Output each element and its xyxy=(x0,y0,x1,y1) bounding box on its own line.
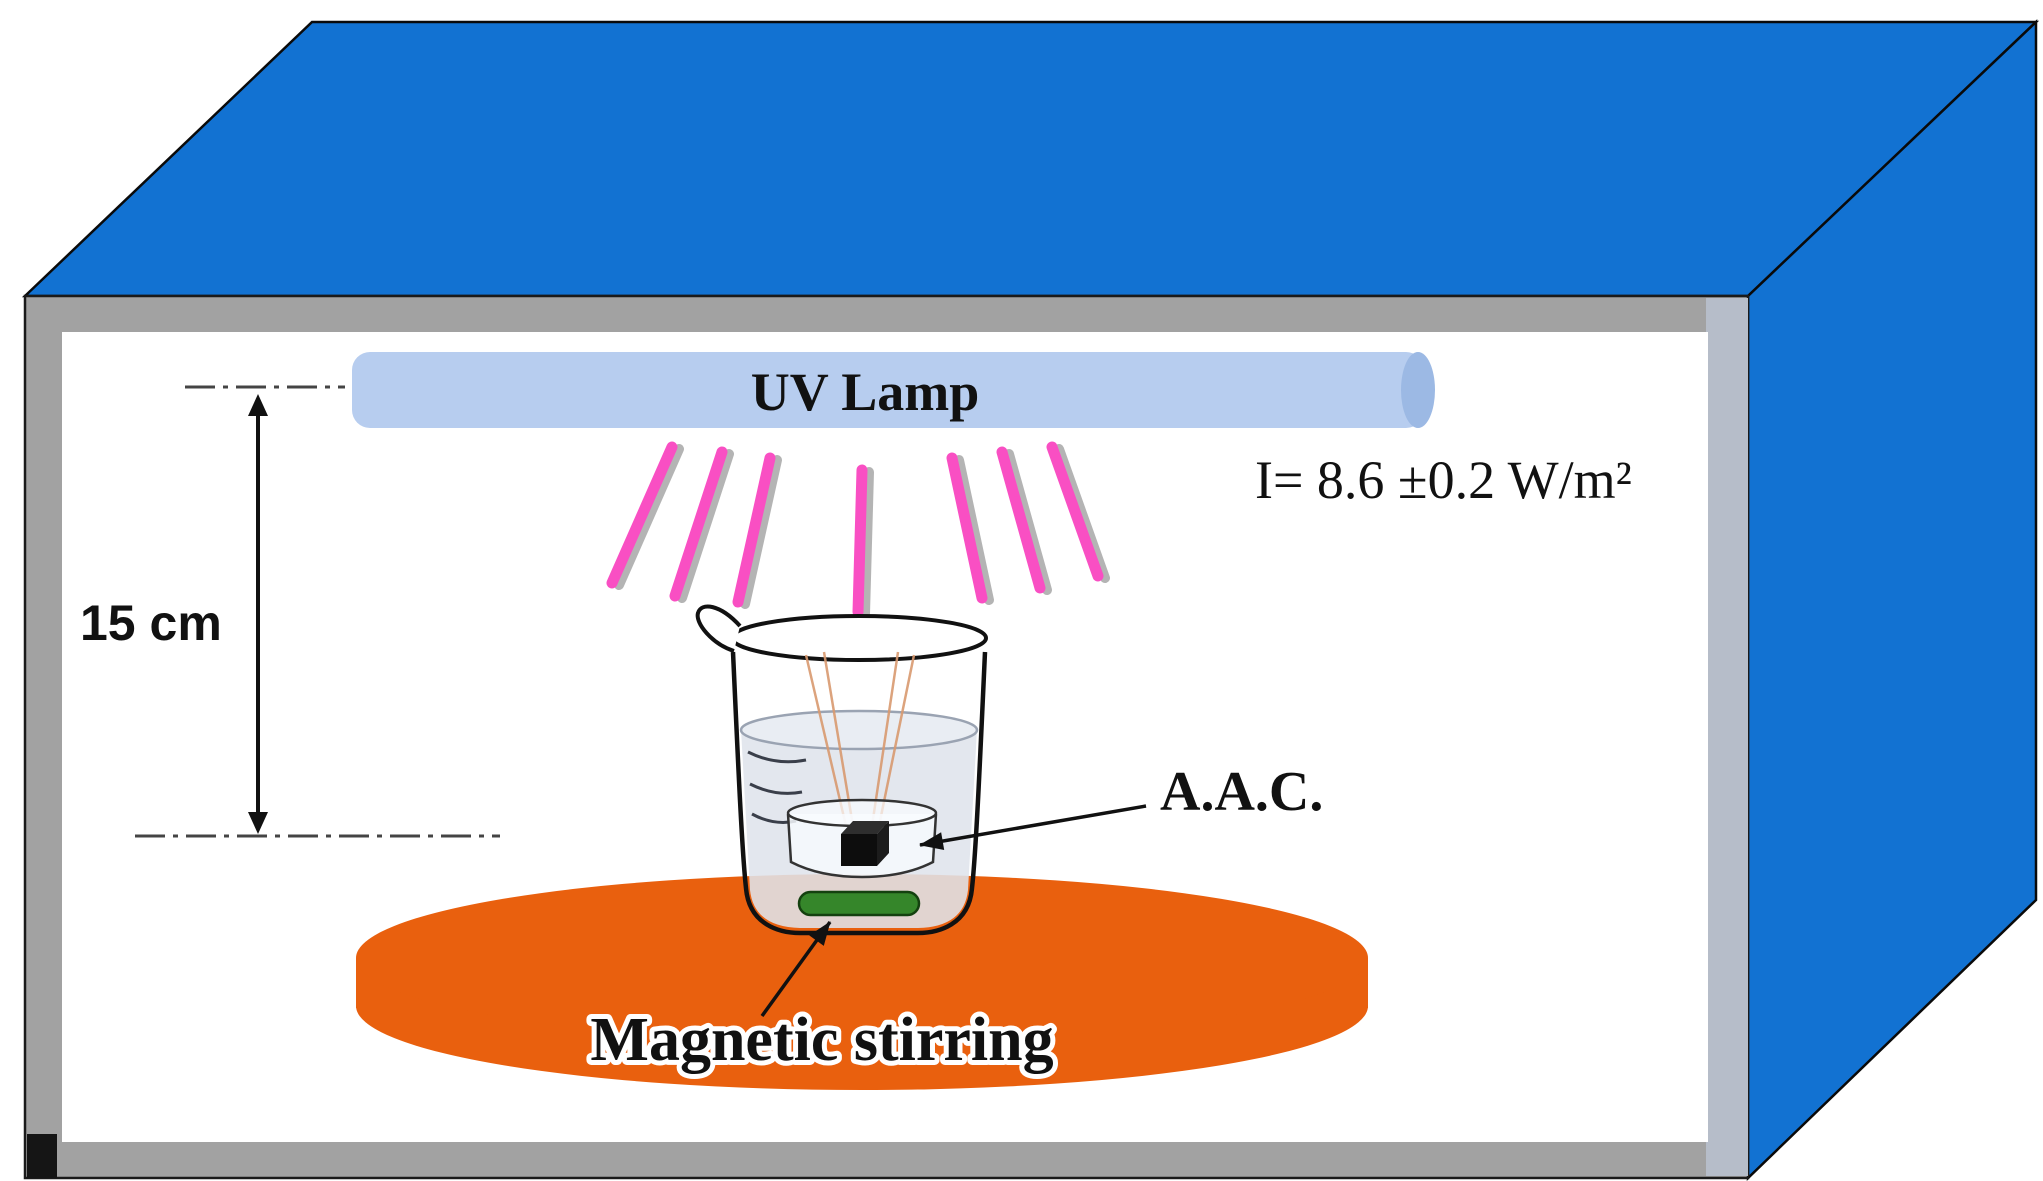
refracted-ray xyxy=(804,654,848,827)
refracted-ray xyxy=(870,651,900,827)
uv-ray-shadows xyxy=(614,444,1110,619)
uv-ray xyxy=(852,464,868,618)
intensity-label: I= 8.6 ±0.2 W/m² xyxy=(1255,450,1632,510)
dimension-arrowhead-down xyxy=(248,812,268,834)
uv-lamp-label: UV Lamp xyxy=(751,362,980,422)
uv-ray xyxy=(946,452,988,604)
distance-dimension: 15 cm xyxy=(80,385,500,838)
uv-ray xyxy=(606,441,678,589)
liquid-surface xyxy=(739,709,979,751)
uv-ray-beams xyxy=(606,441,1104,618)
uv-ray xyxy=(669,446,728,602)
stirring-arrow xyxy=(760,920,832,1018)
uv-lamp-tube xyxy=(352,352,1424,428)
refracted-ray xyxy=(822,651,855,827)
box-top-face xyxy=(21,20,2040,298)
stirring-label: Magnetic stirring xyxy=(590,1006,1053,1074)
stirring-annotation: Magnetic stirring xyxy=(585,920,1059,1079)
box-front-frame-right-strip xyxy=(1706,298,1748,1176)
sample-cube-top xyxy=(841,821,889,834)
uv-ray xyxy=(1046,441,1104,582)
uv-rays xyxy=(606,441,1110,619)
sample-cube-side xyxy=(877,821,889,866)
stir-plate xyxy=(356,874,1368,1090)
dimension-arrowhead-up xyxy=(248,394,268,416)
aac-arrow xyxy=(919,804,1147,850)
beaker-rim xyxy=(730,614,988,662)
stir-plate-top xyxy=(356,874,1368,1042)
beaker-walls xyxy=(730,651,988,936)
uv-lamp: UV Lamp xyxy=(352,352,1435,428)
distance-label: 15 cm xyxy=(80,595,222,651)
sample-label: A.A.C. xyxy=(1160,761,1323,823)
beaker xyxy=(695,604,988,936)
refracted-rays xyxy=(804,651,916,827)
uv-ray xyxy=(996,446,1046,594)
refracted-ray xyxy=(877,654,916,827)
sample-cube-front xyxy=(841,834,877,866)
aac-annotation: A.A.C. xyxy=(919,761,1323,850)
beaker-spout xyxy=(695,604,742,653)
sample-cube xyxy=(841,821,889,866)
uv-lamp-end-cap xyxy=(1401,352,1435,428)
uv-ray xyxy=(732,452,776,608)
box-corner-foot xyxy=(27,1134,57,1178)
stir-bar xyxy=(797,890,921,917)
